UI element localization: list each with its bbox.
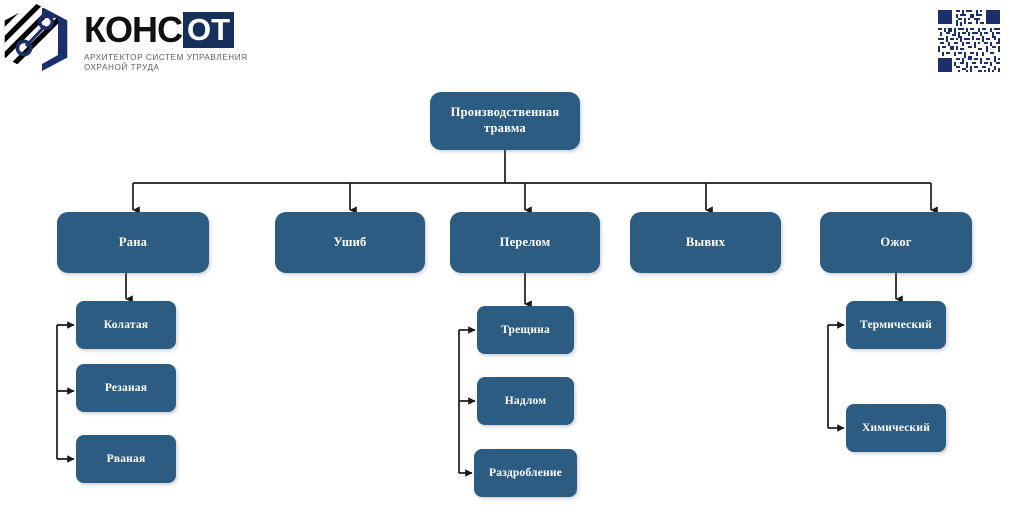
node-ushib[interactable]: Ушиб (275, 212, 425, 273)
node-nadlom[interactable]: Надлом (477, 377, 574, 425)
logo-wordmark: КОНС ОТ (84, 12, 284, 48)
node-vyvih[interactable]: Вывих (630, 212, 781, 273)
node-root[interactable]: Производственная травма (430, 92, 580, 150)
node-kolataya[interactable]: Колатая (76, 301, 176, 349)
konsot-hexagon-circuit-logo (2, 2, 74, 76)
logo-tagline-line-1: АРХИТЕКТОР СИСТЕМ УПРАВЛЕНИЯ (84, 53, 248, 62)
page-header: КОНС ОТ АРХИТЕКТОР СИСТЕМ УПРАВЛЕНИЯ ОХР… (0, 0, 1024, 90)
node-ozhog[interactable]: Ожог (820, 212, 972, 273)
node-rana[interactable]: Рана (57, 212, 209, 273)
node-perelom[interactable]: Перелом (450, 212, 600, 273)
node-treshchina[interactable]: Трещина (477, 306, 574, 354)
logo-tagline-line-2: ОХРАНОЙ ТРУДА (84, 63, 160, 72)
logo-word-primary: КОНС (84, 9, 183, 50)
logo-word-accent: ОТ (182, 12, 235, 48)
node-rezanaya[interactable]: Резаная (76, 364, 176, 412)
logo-text-block: КОНС ОТ АРХИТЕКТОР СИСТЕМ УПРАВЛЕНИЯ ОХР… (84, 12, 284, 73)
node-rvanaya[interactable]: Рваная (76, 435, 176, 483)
node-termicheskiy[interactable]: Термический (846, 301, 946, 349)
node-razdroblenie[interactable]: Раздробление (474, 449, 577, 497)
node-himicheskiy[interactable]: Химический (846, 404, 946, 452)
qr-code[interactable] (936, 8, 1002, 74)
